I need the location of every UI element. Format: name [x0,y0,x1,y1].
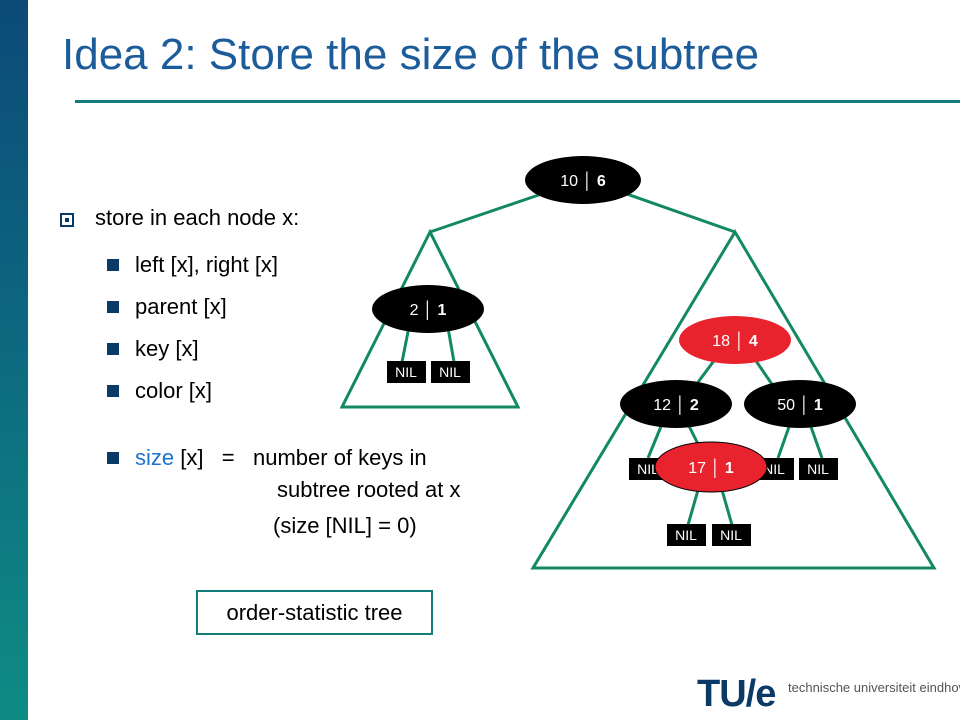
order-statistic-tree-box: order-statistic tree [196,590,433,635]
slide-title: Idea 2: Store the size of the subtree [62,30,760,79]
bullet-icon [107,452,119,464]
nil-leaf: NIL [431,361,470,383]
svg-text:NIL: NIL [763,461,785,477]
svg-text:NIL: NIL [675,527,697,543]
nil-leaf: NIL [667,524,706,546]
tree-node-10: 10 │ 6 [525,156,641,204]
title-underline [75,100,960,103]
right-subtree-triangle [530,229,937,570]
svg-text:10 │ 6: 10 │ 6 [560,171,606,191]
nil-leaf: NIL [387,361,426,383]
nil-leaf: NIL [799,458,838,480]
svg-text:12 │ 2: 12 │ 2 [653,395,699,415]
tree-node-2: 2 │ 1 [372,285,484,333]
edge [720,489,734,526]
svg-text:50 │ 1: 50 │ 1 [777,395,823,415]
bullet-icon [107,385,119,397]
sub-bullet-text: parent [x] [135,294,227,319]
svg-text:NIL: NIL [720,527,742,543]
edge [646,423,664,459]
main-bullet-text: store in each node x: [95,205,300,230]
sub-bullet-text: left [x], right [x] [135,252,279,277]
tree-nodes: 10 │ 6 2 │ 1 18 │ 4 12 │ 2 50 │ 1 17 │ 1 [372,156,856,493]
sidebar-band [0,0,28,720]
sub-bullet-text: color [x] [135,378,213,403]
bullet-icon [107,259,119,271]
edge [808,423,824,459]
svg-text:2 │ 1: 2 │ 1 [410,300,447,320]
bullet-icon [107,343,119,355]
nil-leaf: NIL [712,524,751,546]
size-nil-note: (size [NIL] = 0) [273,513,417,538]
size-keyword: size [135,445,175,470]
bullet-icon [107,301,119,313]
svg-text:NIL: NIL [395,364,417,380]
tree-edges [339,184,937,570]
tue-logo: TU/e [697,673,776,715]
size-definition-line2: subtree rooted at x [277,477,461,502]
svg-text:17 │ 1: 17 │ 1 [688,458,734,478]
institution-name: technische universiteit eindhoven [788,680,960,695]
size-definition: size [x] = number of keys in [135,445,427,471]
bullet-square-icon [60,213,74,227]
tree-node-18: 18 │ 4 [679,316,791,364]
sub-bullet-text: key [x] [135,336,199,361]
size-definition-text: [x] = number of keys in [180,445,427,470]
svg-text:18 │ 4: 18 │ 4 [712,331,758,351]
tree-node-50: 50 │ 1 [744,380,856,428]
edge [686,489,700,526]
svg-text:NIL: NIL [637,461,659,477]
svg-text:NIL: NIL [807,461,829,477]
svg-text:NIL: NIL [439,364,461,380]
tree-node-12: 12 │ 2 [620,380,732,428]
edge [776,423,792,459]
tree-node-17: 17 │ 1 [654,441,768,493]
